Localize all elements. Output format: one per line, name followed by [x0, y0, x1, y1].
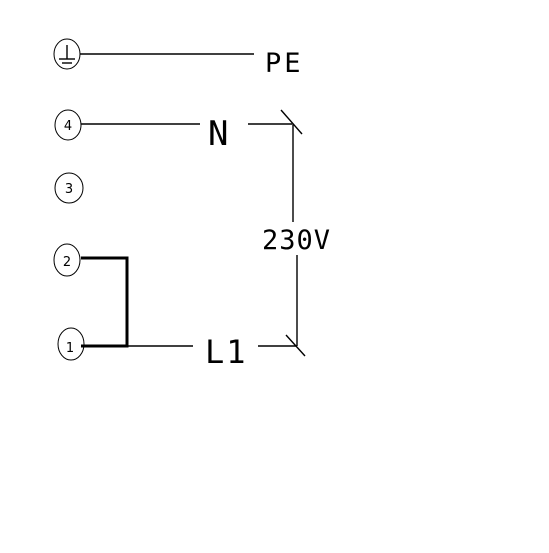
terminal-pe: [53, 38, 81, 70]
terminal-2-label: 2: [63, 255, 71, 270]
voltage-label: 230V: [262, 225, 331, 256]
terminal-1: 1: [57, 327, 85, 361]
pe-label: PE: [265, 48, 304, 79]
earth-icon: [59, 45, 75, 64]
neutral-terminal-tick: [280, 109, 303, 135]
line-label: L1: [205, 333, 248, 371]
bridge-2-1: [81, 256, 129, 348]
terminal-3-label: 3: [65, 182, 73, 197]
terminal-3: 3: [54, 172, 84, 204]
neutral-label: N: [208, 114, 228, 154]
terminal-4-label: 4: [64, 119, 72, 134]
terminal-2: 2: [53, 243, 81, 277]
line-terminal-tick: [285, 334, 306, 357]
terminal-4: 4: [54, 109, 82, 141]
terminal-1-label: 1: [66, 341, 74, 356]
